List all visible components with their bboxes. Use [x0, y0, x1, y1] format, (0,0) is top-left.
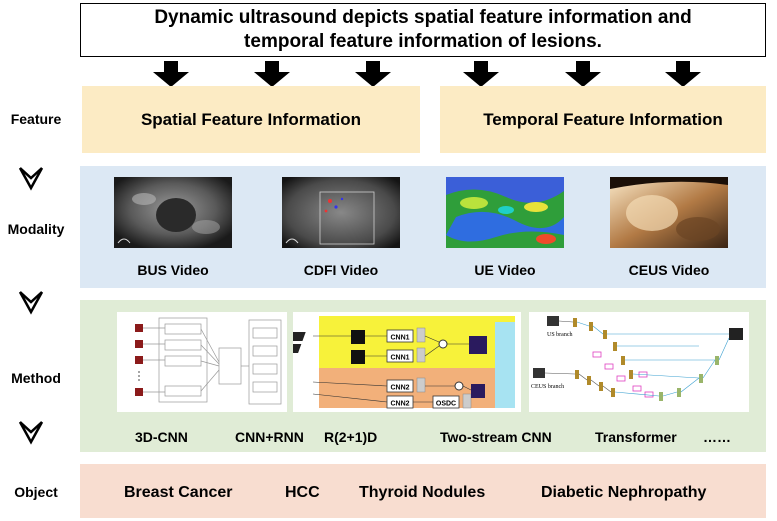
cnn2-label: CNN2	[390, 385, 409, 392]
modality-label-ue: UE Video	[474, 262, 536, 278]
modality-label-bus: BUS Video	[137, 262, 209, 278]
bus-video-image	[114, 177, 232, 248]
cdfi-video-image	[282, 177, 400, 248]
down-arrow-icon	[463, 61, 499, 87]
cnn2-label: CNN2	[390, 401, 409, 408]
transformer-figure: US branch CEUS branch	[529, 312, 749, 412]
chevron-down-icon	[18, 291, 44, 315]
cnn1-label: CNN1	[390, 355, 409, 362]
method-label-cnn-rnn: CNN+RNN	[235, 429, 304, 445]
modality-label-cdfi: CDFI Video	[303, 262, 379, 278]
us-branch-label: US branch	[547, 332, 573, 338]
object-diabetic-nephropathy: Diabetic Nephropathy	[541, 484, 707, 501]
chevron-down-icon	[18, 167, 44, 191]
row-label-feature: Feature	[10, 111, 62, 127]
object-hcc: HCC	[285, 484, 320, 501]
two-stream-cnn-figure: CNN1 CNN1 CNN2 CNN2 OSDC	[293, 312, 521, 412]
cnn-rnn-architecture-figure	[117, 312, 287, 412]
method-label-ellipsis: ……	[703, 429, 731, 445]
row-label-object: Object	[14, 484, 58, 500]
spatial-feature-box: Spatial Feature Information	[82, 86, 420, 153]
method-label-3d-cnn: 3D-CNN	[135, 429, 188, 445]
modality-label-ceus: CEUS Video	[628, 262, 710, 278]
down-arrow-icon	[153, 61, 189, 87]
ceus-video-image	[610, 177, 728, 248]
temporal-feature-box: Temporal Feature Information	[440, 86, 766, 153]
title-box: Dynamic ultrasound depicts spatial featu…	[80, 3, 766, 57]
title-line-2: temporal feature information of lesions.	[244, 31, 602, 52]
down-arrow-icon	[254, 61, 290, 87]
row-label-modality: Modality	[7, 221, 65, 237]
method-label-r2plus1d: R(2+1)D	[324, 429, 378, 445]
method-label-two-stream-cnn: Two-stream CNN	[440, 429, 552, 445]
osdc-label: OSDC	[436, 401, 456, 408]
chevron-down-icon	[18, 421, 44, 445]
title-line-1: Dynamic ultrasound depicts spatial featu…	[154, 7, 692, 28]
object-thyroid-nodules: Thyroid Nodules	[359, 484, 486, 501]
ue-video-image	[446, 177, 564, 248]
object-breast-cancer: Breast Cancer	[124, 484, 233, 501]
down-arrow-icon	[665, 61, 701, 87]
cnn1-label: CNN1	[390, 335, 409, 342]
method-label-transformer: Transformer	[595, 429, 677, 445]
down-arrow-icon	[355, 61, 391, 87]
ceus-branch-label: CEUS branch	[531, 384, 564, 390]
row-label-method: Method	[11, 370, 61, 386]
object-band	[80, 464, 766, 518]
down-arrow-icon	[565, 61, 601, 87]
